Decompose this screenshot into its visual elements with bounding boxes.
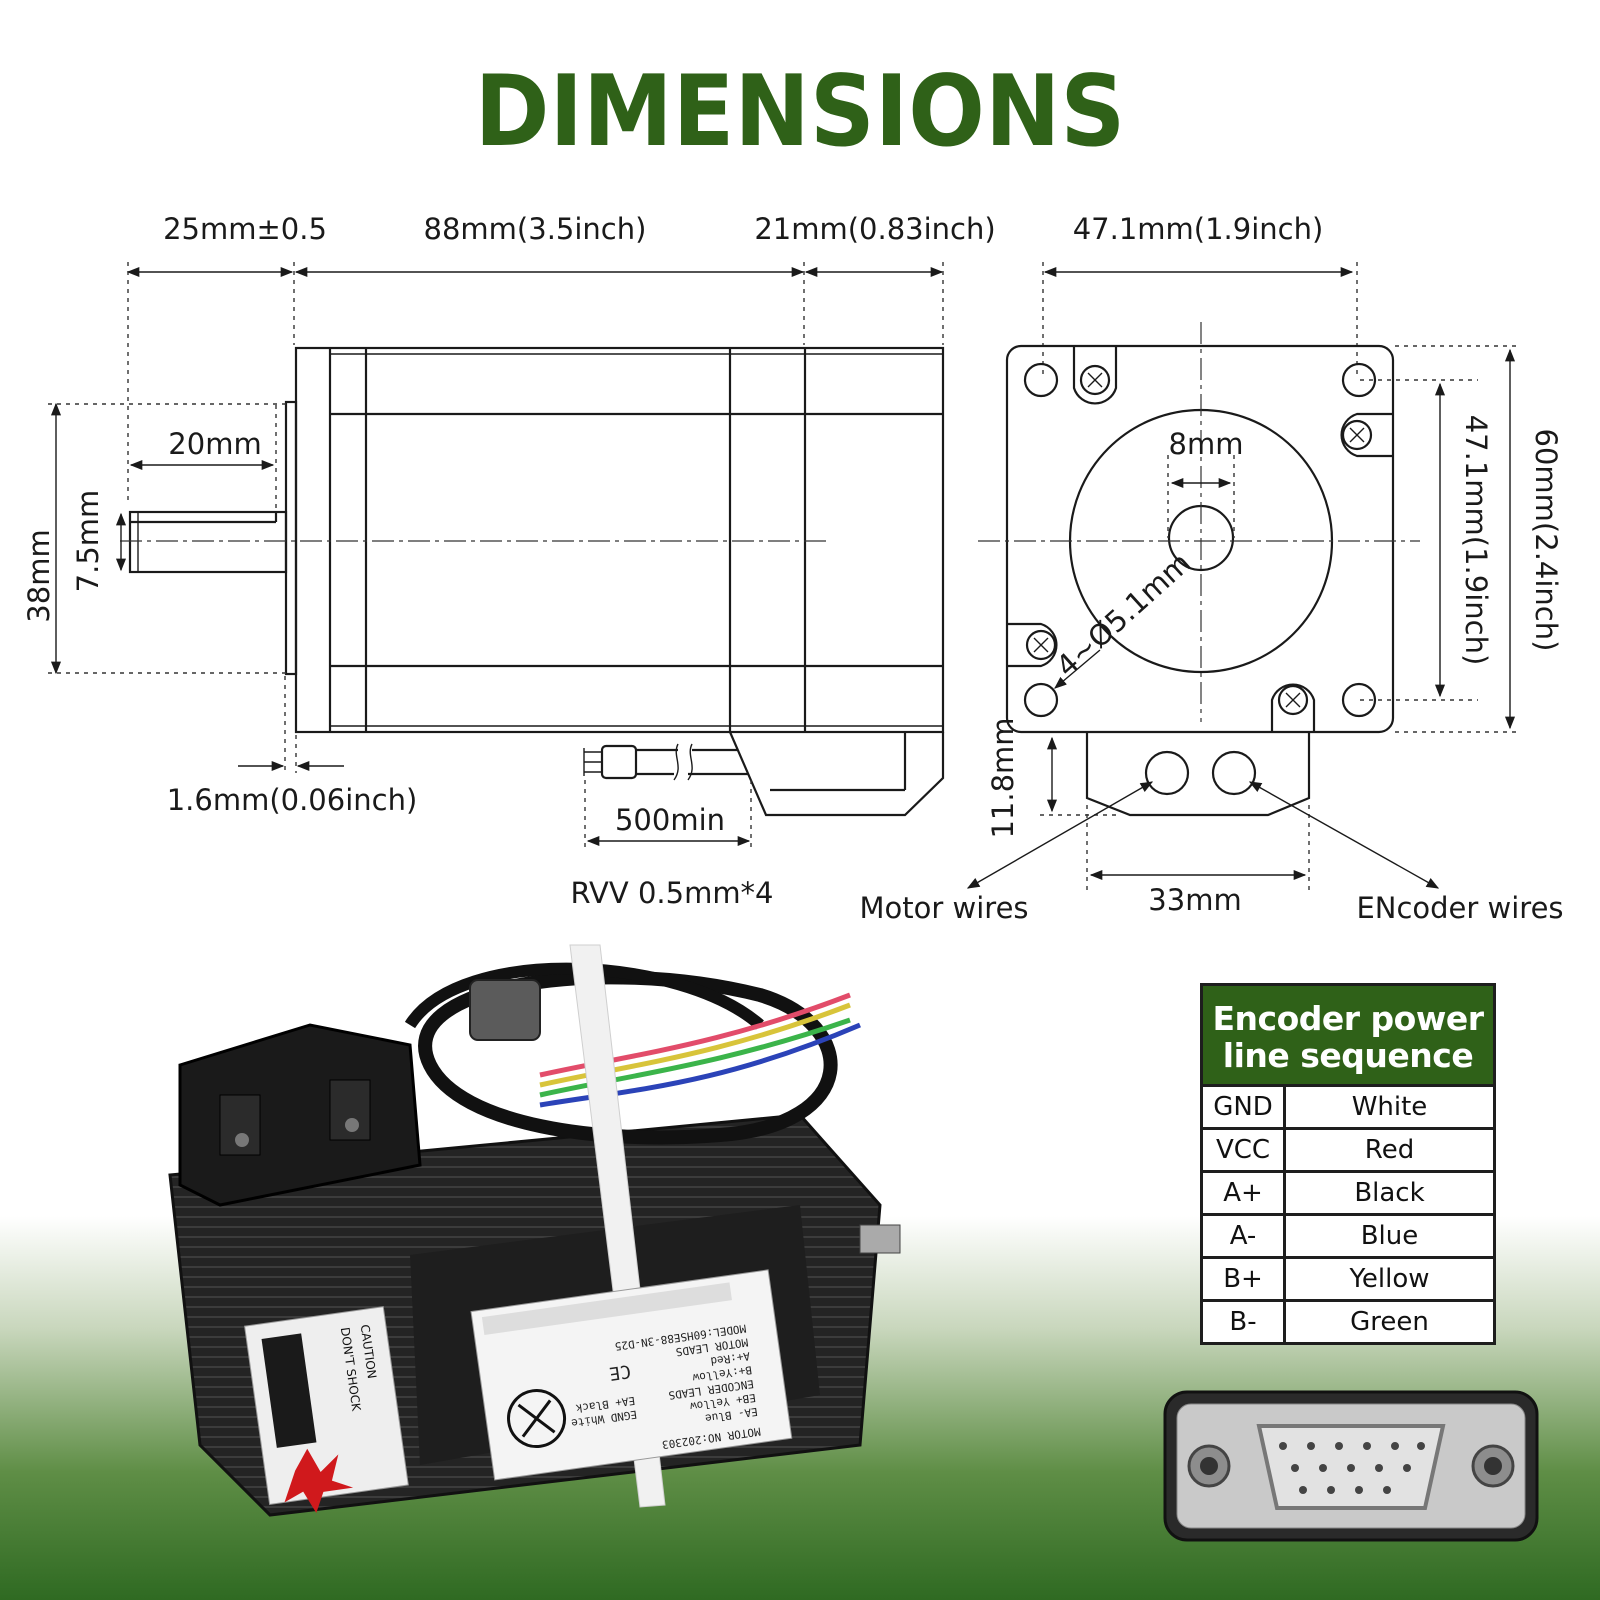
- boss-diameter-label: 38mm: [22, 529, 56, 622]
- hole-spacing-label: 47.1mm(1.9inch): [1459, 415, 1493, 666]
- encoder-heading-line2: line sequence: [1222, 1036, 1474, 1075]
- shaft: [128, 510, 288, 574]
- table-row: A+ Black: [1203, 1170, 1493, 1213]
- mount-hole: [1023, 682, 1059, 718]
- connector-height-label: 11.8mm: [986, 717, 1020, 838]
- encoder-wire-port: [1211, 750, 1257, 796]
- encoder-length-label: 21mm(0.83inch): [754, 212, 995, 246]
- color-cell: Yellow: [1349, 1264, 1430, 1294]
- pin-cell: GND: [1203, 1087, 1286, 1127]
- mount-hole: [1023, 362, 1059, 398]
- flat-length-label: 20mm: [168, 427, 261, 461]
- front-plate: [1005, 344, 1395, 734]
- motor-body: [294, 346, 945, 734]
- cable-spec-label: RVV 0.5mm*4: [570, 876, 773, 910]
- table-row: GND White: [1203, 1084, 1493, 1127]
- front-view: 47.1mm(1.9inch): [859, 212, 1563, 925]
- body-length-label: 88mm(3.5inch): [424, 212, 647, 246]
- motor-wires-label: Motor wires: [859, 891, 1028, 925]
- cable-plug: [600, 744, 638, 780]
- screw-icon: [1270, 683, 1316, 732]
- flat-width-label: 7.5mm: [71, 490, 105, 593]
- encoder-heading-line1: Encoder power: [1212, 999, 1484, 1038]
- flange: [284, 400, 298, 676]
- pin-cell: A+: [1203, 1173, 1286, 1213]
- encoder-wires-label: ENcoder wires: [1356, 891, 1563, 925]
- color-cell: White: [1351, 1092, 1428, 1122]
- front-width-label: 47.1mm(1.9inch): [1073, 212, 1324, 246]
- mount-hole: [1341, 362, 1377, 398]
- screw-icon: [1072, 346, 1118, 405]
- pin-cell: B+: [1203, 1259, 1286, 1299]
- encoder-table-heading: Encoder power line sequence: [1203, 986, 1493, 1084]
- ce-mark: CE: [608, 1360, 632, 1384]
- pin-cell: B-: [1203, 1302, 1286, 1342]
- mount-hole: [1341, 682, 1377, 718]
- screw-icon: [1007, 622, 1058, 668]
- side-view: 25mm±0.5 88mm(3.5inch) 21mm(0.83inch) 20…: [22, 212, 996, 910]
- color-cell: Blue: [1360, 1221, 1419, 1251]
- shaft-diameter-label: 8mm: [1169, 427, 1244, 461]
- height-label: 60mm(2.4inch): [1529, 429, 1563, 652]
- table-row: VCC Red: [1203, 1127, 1493, 1170]
- dimension-drawing: 25mm±0.5 88mm(3.5inch) 21mm(0.83inch) 20…: [22, 212, 1564, 925]
- color-cell: Red: [1364, 1135, 1415, 1165]
- pin-cell: VCC: [1203, 1130, 1286, 1170]
- flange-thickness-label: 1.6mm(0.06inch): [167, 783, 418, 817]
- socket-pins: [1279, 1442, 1425, 1494]
- connector-width-label: 33mm: [1148, 883, 1241, 917]
- cable-length-label: 500min: [615, 803, 725, 837]
- connector-block: [1085, 732, 1311, 817]
- connector-housing: [728, 731, 945, 817]
- pin-cell: A-: [1203, 1216, 1286, 1256]
- a-plus-text: A+:Red: [710, 1349, 751, 1367]
- color-cell: Black: [1354, 1178, 1425, 1208]
- table-row: B- Green: [1203, 1299, 1493, 1342]
- color-cell: Green: [1350, 1307, 1429, 1337]
- table-row: A- Blue: [1203, 1213, 1493, 1256]
- motor-photo: CAUTION DON'T SHOCK MOTOR NO:202303 EA- …: [168, 944, 901, 1517]
- page-title: DIMENSIONS: [474, 55, 1126, 169]
- motor-wire-port: [1144, 750, 1190, 796]
- encoder-sequence-table: Encoder power line sequence GND White VCC…: [1200, 983, 1496, 1345]
- shaft-length-label: 25mm±0.5: [163, 212, 327, 246]
- db15-connector-image: [1163, 1390, 1539, 1542]
- table-row: B+ Yellow: [1203, 1256, 1493, 1299]
- screw-icon: [1340, 412, 1393, 458]
